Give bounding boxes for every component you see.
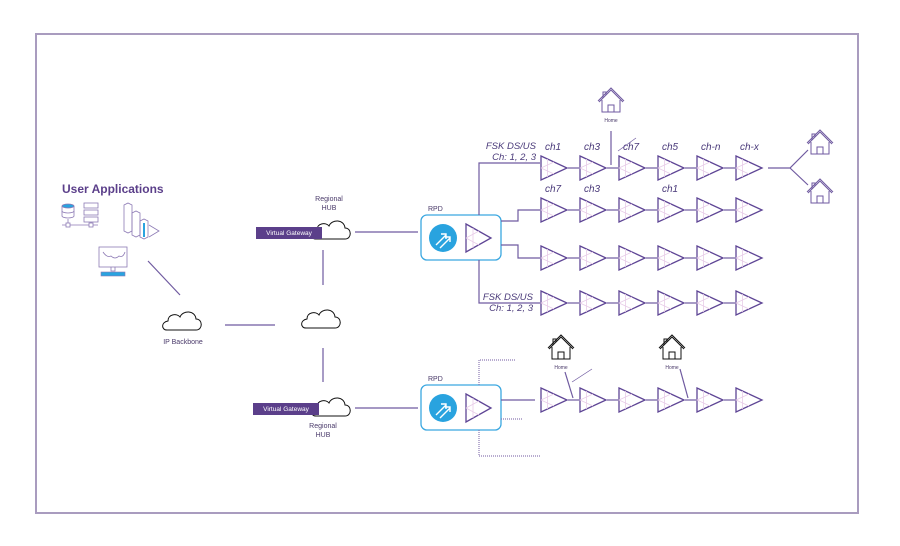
amplifier-icon (618, 154, 647, 182)
diagram-frame (35, 33, 859, 514)
amplifier-icon (579, 154, 608, 182)
amplifier-icon (618, 196, 647, 224)
fsk-top-label-2: Ch: 1, 2, 3 (492, 152, 537, 163)
amplifier-icon (696, 154, 725, 182)
amplifier-icon (735, 244, 764, 272)
rpd-top-amplifier-icon (465, 222, 493, 254)
amplifier-icon (657, 244, 686, 272)
core-cloud-icon (301, 309, 341, 329)
amplifier-row-4 (540, 289, 764, 317)
virtual-gateway-top-badge (256, 227, 322, 239)
amplifier-row-3 (540, 244, 764, 272)
amplifier-icon (579, 386, 608, 414)
amplifier-icon (540, 244, 569, 272)
branch-row2 (501, 209, 540, 222)
rpd-top-label: RPD (428, 206, 443, 213)
home-icon (806, 178, 834, 204)
home-label: Home (604, 118, 618, 124)
amplifier-row-5 (540, 386, 764, 414)
rpd-bottom-label: RPD (428, 376, 443, 383)
ip-backbone-label: IP Backbone (163, 339, 203, 346)
channel-label: ch7 (545, 184, 562, 195)
amplifier-icon (579, 196, 608, 224)
amplifier-icon (696, 244, 725, 272)
channel-label: ch3 (584, 184, 601, 195)
amplifier-icon (618, 244, 647, 272)
link-apps-backbone (147, 260, 181, 296)
regional-hub-bottom-label-1: Regional (309, 423, 337, 430)
regional-hub-bottom-label-2: HUB (316, 432, 331, 439)
fsk-bottom-label-1: FSK DS/US (483, 292, 534, 303)
channel-label: ch7 (623, 142, 640, 153)
branch-row4 (478, 260, 540, 304)
bar-chart-icon (123, 202, 160, 240)
amplifier-icon (657, 196, 686, 224)
amplifier-icon (618, 386, 647, 414)
rpd-bottom-node-icon (429, 394, 457, 422)
home-icon: Home (597, 87, 625, 124)
amplifier-row-1: ch1 ch3 ch7 ch5 ch-n ch-x (540, 142, 764, 182)
virtual-gateway-bottom-badge (253, 403, 319, 415)
home-icon: Home (547, 334, 575, 371)
amplifier-icon (735, 386, 764, 414)
home-icon: Home (658, 334, 686, 371)
virtual-gateway-top-label: Virtual Gateway (266, 230, 313, 237)
branch-row3 (501, 244, 540, 259)
rpd-bottom-amplifier-icon (465, 392, 493, 424)
home-label: Home (665, 365, 679, 371)
amplifier-icon (540, 154, 569, 182)
amplifier-icon (657, 289, 686, 317)
amplifier-icon (657, 154, 686, 182)
home-tap-row1-diag (617, 137, 637, 152)
amplifier-icon (540, 289, 569, 317)
amplifier-row-2: ch7 ch3 ch1 (540, 184, 764, 224)
channel-label: ch-n (701, 142, 721, 153)
dotted-branch-top (478, 359, 515, 385)
amplifier-icon (735, 154, 764, 182)
home-label: Home (554, 365, 568, 371)
amplifier-icon (735, 196, 764, 224)
channel-label: ch5 (662, 142, 679, 153)
amplifier-rows: ch1 ch3 ch7 ch5 ch-n ch-x ch7 ch3 ch1 (540, 142, 764, 414)
amplifier-icon (579, 244, 608, 272)
channel-label: ch1 (662, 184, 678, 195)
dotted-branch-bottom (478, 430, 540, 457)
home-tap-row5-a (564, 371, 574, 399)
branch-row1 (478, 162, 540, 215)
regional-hub-top-label-2: HUB (322, 205, 337, 212)
amplifier-icon (696, 196, 725, 224)
channel-label: ch-x (740, 142, 760, 153)
amplifier-icon (696, 289, 725, 317)
amplifier-icon (540, 386, 569, 414)
regional-hub-top-label-1: Regional (315, 196, 343, 203)
home-tap-row5-b (679, 368, 689, 399)
monitor-icon (98, 246, 128, 277)
home-icon (806, 129, 834, 155)
amplifier-icon (579, 289, 608, 317)
ip-backbone-cloud-icon (162, 311, 202, 331)
user-applications-title: User Applications (62, 182, 164, 196)
amplifier-icon (540, 196, 569, 224)
amplifier-icon (657, 386, 686, 414)
channel-label: ch1 (545, 142, 561, 153)
amplifier-icon (735, 289, 764, 317)
fsk-bottom-label-2: Ch: 1, 2, 3 (489, 303, 534, 314)
amplifier-icon (618, 289, 647, 317)
virtual-gateway-bottom-label: Virtual Gateway (263, 406, 310, 413)
channel-label: ch3 (584, 142, 601, 153)
rpd-top-node-icon (429, 224, 457, 252)
fsk-top-label-1: FSK DS/US (486, 141, 537, 152)
amplifier-icon (696, 386, 725, 414)
home-tap-row5-a-diag (571, 368, 593, 383)
row1-splitter (768, 149, 809, 186)
database-server-icon (61, 202, 99, 228)
